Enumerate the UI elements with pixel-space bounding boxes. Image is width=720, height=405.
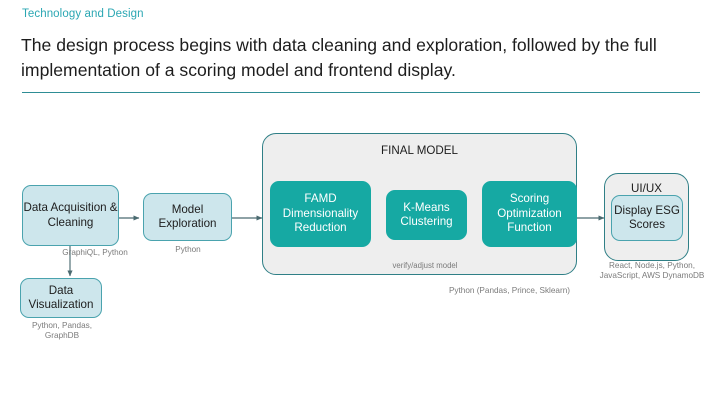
process-flow-diagram: FINAL MODEL UI/UX Data Acquisition & Cle… — [0, 110, 720, 405]
node-scoring-optimization-function[interactable]: Scoring Optimization Function — [482, 181, 577, 247]
caption-ui-ux-stack: React, Node.js, Python, JavaScript, AWS … — [599, 261, 705, 281]
node-model-exploration[interactable]: Model Exploration — [143, 193, 232, 241]
node-data-acquisition-cleaning[interactable]: Data Acquisition & Cleaning — [22, 185, 119, 246]
edge-label-verify-adjust-model: verify/adjust model — [392, 261, 458, 270]
node-display-esg-scores[interactable]: Display ESG Scores — [611, 195, 683, 241]
header-divider-rule — [22, 92, 700, 93]
caption-data-acquisition: GraphiQL, Python — [62, 248, 128, 257]
node-famd-dimensionality-reduction[interactable]: FAMD Dimensionality Reduction — [270, 181, 371, 247]
caption-model-exploration: Python — [175, 245, 201, 254]
slide-eyebrow-title: Technology and Design — [22, 8, 144, 20]
node-data-visualization[interactable]: Data Visualization — [20, 278, 102, 318]
group-final-model-title: FINAL MODEL — [381, 144, 458, 157]
group-ui-ux-title: UI/UX — [631, 182, 662, 195]
slide-headline: The design process begins with data clea… — [21, 35, 657, 80]
caption-final-model-stack: Python (Pandas, Prince, Sklearn) — [448, 286, 570, 295]
caption-data-visualization: Python, Pandas, GraphDB — [31, 321, 93, 341]
node-kmeans-clustering[interactable]: K-Means Clustering — [386, 190, 467, 240]
